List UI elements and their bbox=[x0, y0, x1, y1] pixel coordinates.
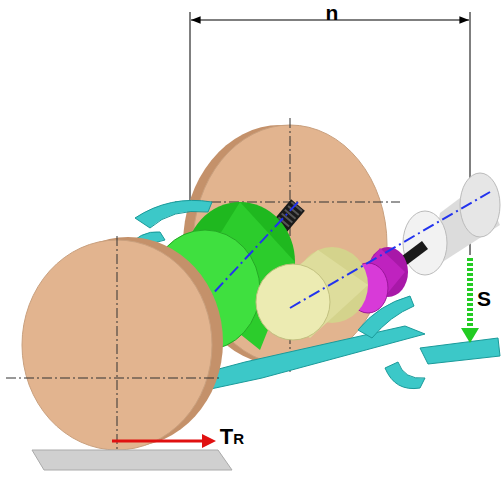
front-wheel bbox=[6, 236, 223, 456]
dimension-label: n bbox=[326, 2, 339, 23]
ground-patch-part bbox=[32, 450, 232, 470]
force-label: TR bbox=[220, 426, 244, 448]
traction-arrow bbox=[112, 434, 216, 448]
front-wheel-part bbox=[6, 378, 222, 379]
load-arrow-part bbox=[461, 328, 479, 343]
load-arrow-part bbox=[467, 258, 473, 330]
force-label: S bbox=[477, 288, 491, 309]
frame-plate-part bbox=[420, 338, 500, 364]
dimension-lines-part bbox=[190, 12, 191, 215]
load-arrow bbox=[461, 258, 479, 343]
front-wheel-part bbox=[117, 236, 118, 456]
motor-cylinder bbox=[256, 247, 368, 340]
ground-patch bbox=[32, 450, 232, 470]
generator-cylinder bbox=[403, 173, 500, 275]
motor-cylinder-part bbox=[256, 264, 330, 340]
traction-arrow-part bbox=[112, 440, 203, 443]
frame-plate-part bbox=[358, 296, 414, 338]
centre-lines-part bbox=[290, 192, 490, 308]
generator-cylinder-part bbox=[403, 211, 447, 275]
frame-plate-part bbox=[385, 362, 425, 389]
traction-arrow-part bbox=[202, 434, 216, 448]
